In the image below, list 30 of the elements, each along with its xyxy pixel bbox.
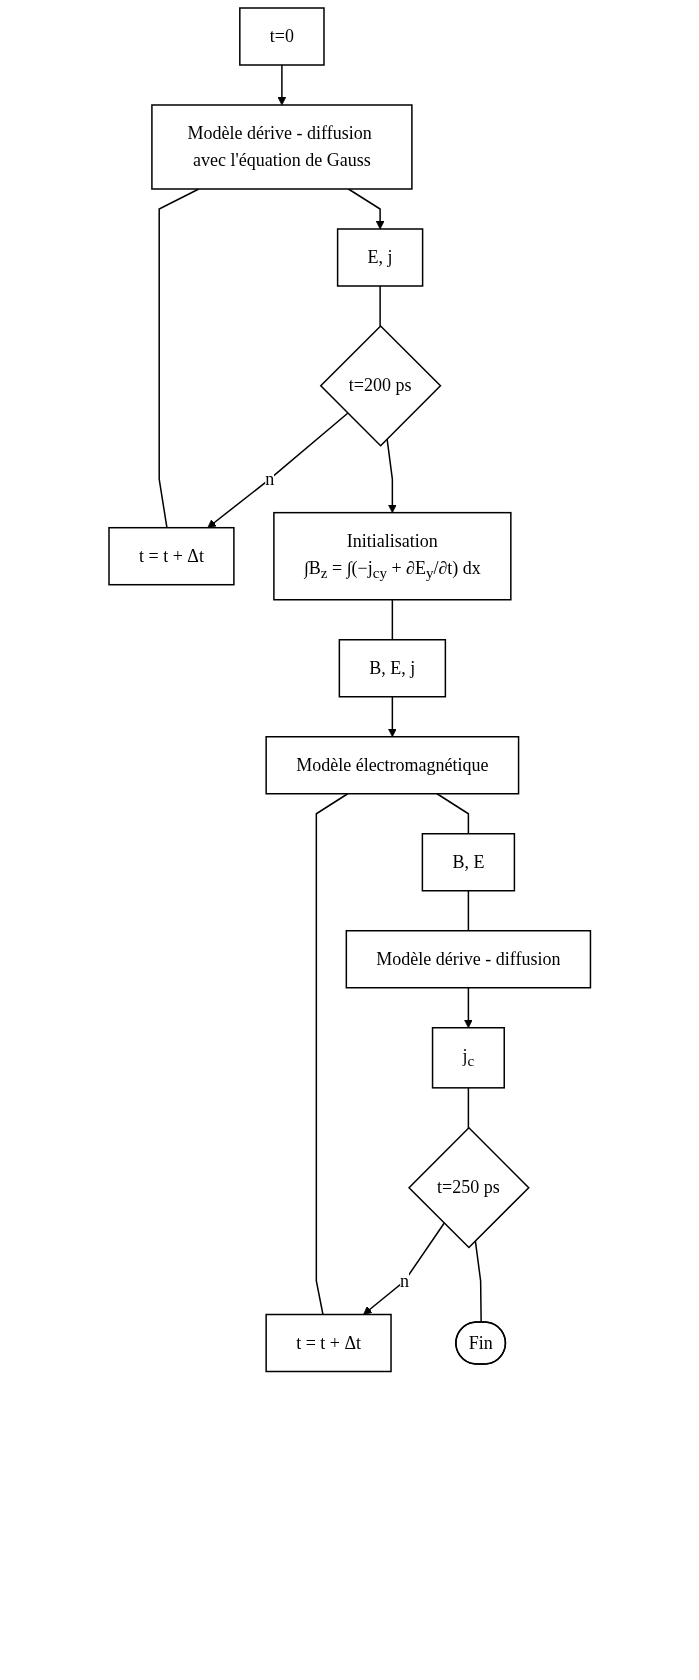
node-box: t=0 (238, 7, 325, 66)
node-box: t = t + Δt (265, 1313, 392, 1373)
connector (158, 188, 200, 529)
node-diamond: t=200 ps (319, 324, 442, 447)
node-box: t = t + Δt (108, 526, 235, 586)
node-box: B, E (421, 833, 515, 892)
node-box: Modèle dérive - diffusion avec l'équation de Gauss (150, 104, 413, 190)
node-box: j$_{c}$ (431, 1027, 505, 1089)
connector (315, 793, 349, 1316)
node-box: Modèle électromagnétique (265, 736, 520, 795)
connector (391, 599, 393, 641)
arrow (362, 1222, 445, 1315)
node-box: Initialisation ∫B$_{z}$ = ∫(−j$_{cy}$ + ∂E$_{y}$/∂t) dx (272, 511, 512, 601)
arrow (277, 64, 287, 106)
connector (467, 1087, 469, 1129)
node-box: E, j (336, 228, 424, 287)
connector (467, 890, 469, 932)
node-diamond: t=250 ps (407, 1126, 530, 1249)
edge-label: n (399, 1270, 409, 1291)
arrow (387, 696, 397, 738)
connector (379, 285, 381, 327)
connector (474, 1239, 482, 1324)
node-box: Modèle dérive - diffusion (345, 930, 591, 989)
connector (436, 793, 469, 835)
edge-label: n (264, 468, 274, 489)
arrow (386, 437, 397, 514)
arrow (463, 987, 473, 1029)
arrow (207, 412, 349, 529)
node-box: B, E, j (338, 639, 446, 698)
arrow (347, 188, 385, 230)
